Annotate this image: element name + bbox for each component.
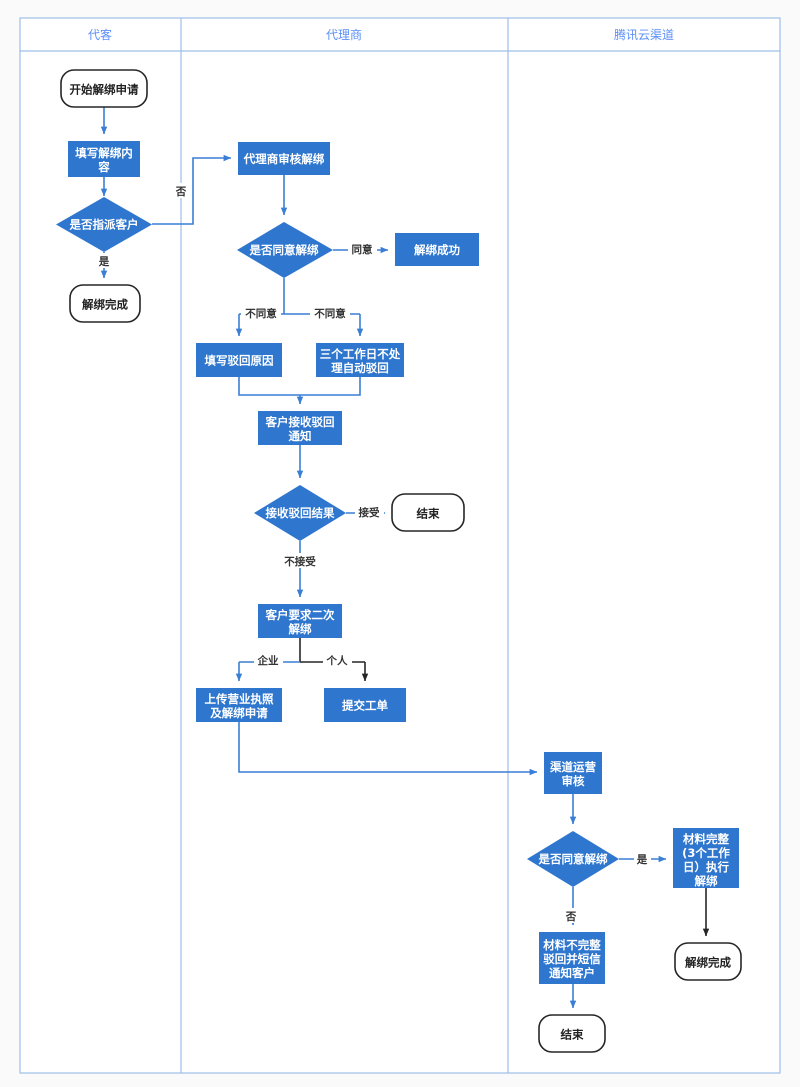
edge-label-agree-no-1: 不同意 bbox=[245, 307, 277, 320]
node-label-auto-reject-three-days-2: 理自动驳回 bbox=[331, 361, 389, 375]
edge-label-assign-no: 否 bbox=[175, 186, 187, 198]
node-agent-review-unbind[interactable]: 代理商审核解绑 bbox=[238, 142, 330, 175]
node-label-unbind-success: 解绑成功 bbox=[414, 243, 460, 257]
node-label-customer-receive-reject-notice-1: 客户接收驳回 bbox=[265, 415, 335, 429]
node-customer-request-second-unbind[interactable]: 客户要求二次 解绑 bbox=[258, 604, 342, 638]
node-label-channel-operation-review-1: 渠道运营 bbox=[549, 760, 596, 774]
edge-assign-no-to-review bbox=[152, 154, 232, 225]
node-receive-reject-result[interactable]: 接收驳回结果 bbox=[254, 485, 346, 541]
lane-header-tencent: 腾讯云渠道 bbox=[614, 27, 674, 42]
node-label-materials-complete-2: (3个工作 bbox=[682, 846, 730, 860]
node-label-fill-unbind-content-1: 填写解绑内 bbox=[75, 146, 133, 160]
lane-label-customer: 代客 bbox=[88, 27, 112, 42]
node-fill-reject-reason[interactable]: 填写驳回原因 bbox=[196, 343, 282, 377]
edge-upload-to-channel-review bbox=[238, 722, 538, 776]
node-label-unbind-complete-right: 解绑完成 bbox=[685, 956, 731, 970]
node-unbind-complete-left[interactable]: 解绑完成 bbox=[69, 284, 141, 323]
node-materials-complete-execute[interactable]: 材料完整 (3个工作 日）执行 解绑 bbox=[673, 828, 739, 888]
node-label-agent-agree-unbind: 是否同意解绑 bbox=[249, 243, 319, 257]
edge-label-result-accept: 接受 bbox=[359, 506, 380, 519]
node-label-upload-license-2: 及解绑申请 bbox=[210, 706, 268, 720]
edge-label-individual: 个人 bbox=[326, 654, 348, 667]
edge-label-layer: 否 是 同意 不同意 不同意 接受 不接受 企业 个人 是 否 bbox=[96, 183, 651, 923]
lane-label-tencent: 腾讯云渠道 bbox=[614, 27, 674, 42]
lane-label-agent: 代理商 bbox=[326, 27, 362, 42]
node-customer-receive-reject-notice[interactable]: 客户接收驳回 通知 bbox=[258, 411, 342, 445]
node-label-receive-reject-result: 接收驳回结果 bbox=[266, 506, 335, 520]
node-is-assigned-customer[interactable]: 是否指派客户 bbox=[56, 197, 152, 252]
node-channel-operation-review[interactable]: 渠道运营 审核 bbox=[544, 752, 602, 794]
node-label-materials-incomplete-2: 驳回并短信 bbox=[543, 952, 601, 966]
node-materials-incomplete-reject[interactable]: 材料不完整 驳回并短信 通知客户 bbox=[539, 932, 605, 984]
edge-label-assign-yes: 是 bbox=[98, 256, 110, 268]
lane-header-customer: 代客 bbox=[88, 27, 112, 42]
node-end-agent[interactable]: 结束 bbox=[391, 493, 465, 532]
node-label-materials-incomplete-1: 材料不完整 bbox=[543, 938, 601, 952]
edge-label-enterprise: 企业 bbox=[257, 654, 279, 667]
node-start-unbind-request[interactable]: 开始解绑申请 bbox=[60, 69, 148, 108]
node-label-agent-review-unbind: 代理商审核解绑 bbox=[243, 152, 325, 166]
node-label-fill-unbind-content-2: 容 bbox=[97, 160, 110, 174]
node-label-customer-request-second-unbind-1: 客户要求二次 bbox=[265, 608, 335, 622]
node-label-end-tencent: 结束 bbox=[560, 1028, 584, 1042]
node-label-submit-ticket: 提交工单 bbox=[342, 699, 388, 713]
node-upload-license-and-application[interactable]: 上传营业执照 及解绑申请 bbox=[196, 688, 282, 722]
node-label-channel-operation-review-2: 审核 bbox=[562, 774, 585, 788]
edge-reject-reason-down bbox=[238, 377, 300, 396]
edge-label-agree-no-2: 不同意 bbox=[314, 307, 346, 320]
node-label-unbind-complete-left: 解绑完成 bbox=[82, 298, 128, 312]
node-label-channel-agree-unbind: 是否同意解绑 bbox=[538, 852, 608, 866]
node-submit-ticket[interactable]: 提交工单 bbox=[324, 688, 406, 722]
node-label-upload-license-1: 上传营业执照 bbox=[205, 692, 274, 706]
node-end-tencent[interactable]: 结束 bbox=[538, 1014, 606, 1053]
edge-label-channel-yes: 是 bbox=[636, 854, 648, 866]
edge-layer bbox=[100, 107, 710, 1009]
edge-auto-reject-down bbox=[300, 377, 361, 396]
node-label-materials-complete-1: 材料完整 bbox=[683, 832, 729, 846]
node-unbind-success[interactable]: 解绑成功 bbox=[395, 233, 479, 266]
node-label-materials-complete-3: 日）执行 bbox=[683, 860, 729, 874]
node-label-customer-request-second-unbind-2: 解绑 bbox=[289, 622, 312, 636]
node-label-materials-incomplete-3: 通知客户 bbox=[549, 966, 595, 980]
node-unbind-complete-right[interactable]: 解绑完成 bbox=[674, 942, 742, 981]
node-label-customer-receive-reject-notice-2: 通知 bbox=[289, 429, 312, 443]
node-label-auto-reject-three-days-1: 三个工作日不处 bbox=[320, 347, 401, 361]
lane-header-agent: 代理商 bbox=[326, 27, 362, 42]
node-label-fill-reject-reason: 填写驳回原因 bbox=[205, 354, 274, 368]
node-agent-agree-unbind[interactable]: 是否同意解绑 bbox=[237, 222, 333, 278]
node-fill-unbind-content[interactable]: 填写解绑内 容 bbox=[68, 141, 140, 177]
node-label-is-assigned-customer: 是否指派客户 bbox=[69, 218, 139, 232]
edge-label-result-reject: 不接受 bbox=[284, 555, 316, 568]
node-channel-agree-unbind[interactable]: 是否同意解绑 bbox=[527, 831, 619, 887]
node-auto-reject-three-days[interactable]: 三个工作日不处 理自动驳回 bbox=[316, 343, 404, 377]
node-label-materials-complete-4: 解绑 bbox=[695, 874, 718, 888]
edge-label-channel-no: 否 bbox=[565, 911, 577, 923]
node-label-start-unbind-request: 开始解绑申请 bbox=[70, 83, 139, 97]
swimlane-frame bbox=[19, 17, 781, 1074]
edge-label-agree-yes: 同意 bbox=[352, 243, 373, 256]
node-label-end-agent: 结束 bbox=[416, 507, 440, 521]
